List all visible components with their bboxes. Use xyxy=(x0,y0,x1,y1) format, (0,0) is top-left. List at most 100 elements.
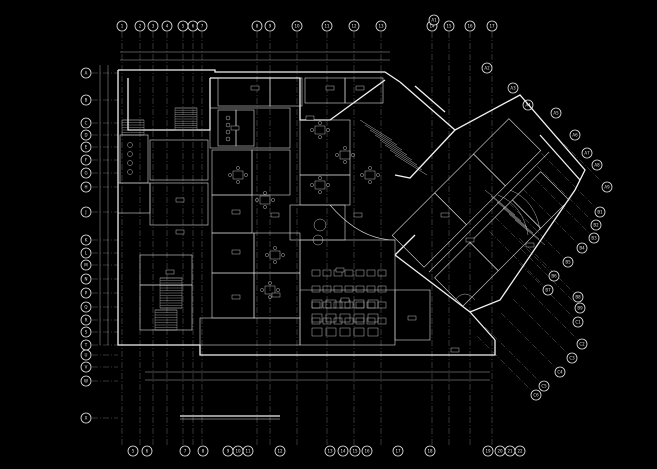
grid-bubble-bottom: 19 xyxy=(482,445,494,457)
grid-bubble-label: 18 xyxy=(427,449,433,454)
grid-bubble-top: 11 xyxy=(321,20,333,32)
grid-bubble-right: B5 xyxy=(562,256,574,268)
grid-bubble-bottom: 12 xyxy=(274,445,286,457)
grid-bubble-left: F xyxy=(80,154,92,166)
grid-bubble-label: M xyxy=(84,263,88,268)
grid-bubble-left: J xyxy=(80,206,92,218)
grid-bubble-left: B xyxy=(80,94,92,106)
grid-bubble-bottom: 21 xyxy=(504,445,516,457)
grid-bubble-right: B2 xyxy=(590,219,602,231)
grid-bubble-right: B4 xyxy=(576,242,588,254)
room-tag xyxy=(450,347,460,353)
grid-bubble-label: B6 xyxy=(551,274,557,279)
grid-bubble-label: R xyxy=(85,318,88,323)
grid-bubble-right: A2 xyxy=(481,62,493,74)
grid-bubble-bottom: 5 xyxy=(127,445,139,457)
grid-bubble-label: 17 xyxy=(395,449,401,454)
room-tag xyxy=(525,242,535,248)
grid-bubble-label: T xyxy=(84,343,88,348)
grid-bubble-left: V xyxy=(80,361,92,373)
grid-bubble-label: 10 xyxy=(235,449,241,454)
grid-bubble-top: 9 xyxy=(264,20,276,32)
grid-bubble-label: Q xyxy=(84,305,87,310)
grid-bubble-label: C5 xyxy=(541,384,547,389)
grid-bubble-bottom: 13 xyxy=(324,445,336,457)
grid-bubble-top: 15 xyxy=(443,20,455,32)
grid-bubble-label: 19 xyxy=(485,449,491,454)
room-tag xyxy=(407,315,417,321)
grid-bubble-label: L xyxy=(85,251,88,256)
grid-bubble-left: U xyxy=(80,349,92,361)
grid-bubble-label: C2 xyxy=(579,342,585,347)
grid-bubble-label: 22 xyxy=(517,449,523,454)
grid-bubble-left: M xyxy=(80,259,92,271)
grid-bubble-bottom: 9 xyxy=(222,445,234,457)
grid-bubble-label: S xyxy=(85,330,88,335)
grid-bubble-left: A xyxy=(80,67,92,79)
grid-bubble-label: 15 xyxy=(352,449,358,454)
grid-bubble-label: B5 xyxy=(565,260,571,265)
grid-bubble-right: A7 xyxy=(581,147,593,159)
grid-bubble-label: K xyxy=(85,238,88,243)
grid-bubble-label: 11 xyxy=(245,449,251,454)
grid-bubble-label: 20 xyxy=(497,449,503,454)
grid-bubble-right: C5 xyxy=(538,380,550,392)
grid-bubble-bottom: 22 xyxy=(514,445,526,457)
grid-bubble-label: A1 xyxy=(431,18,437,23)
grid-bubble-label: B1 xyxy=(597,210,603,215)
grid-bubble-bottom: 17 xyxy=(392,445,404,457)
grid-bubble-label: B9 xyxy=(577,306,583,311)
grid-bubble-label: 12 xyxy=(351,24,357,29)
grid-bubble-label: V xyxy=(85,365,88,370)
grid-bubble-right: A1 xyxy=(428,14,440,26)
grid-bubble-label: 4 xyxy=(166,24,169,29)
grid-bubble-right: C4 xyxy=(554,366,566,378)
grid-bubble-label: 7 xyxy=(201,24,204,29)
grid-bubble-label: 6 xyxy=(192,24,195,29)
grid-bubble-top: 3 xyxy=(147,20,159,32)
grid-bubble-right: A9 xyxy=(601,181,613,193)
grid-bubble-left: K xyxy=(80,234,92,246)
grid-bubble-label: 17 xyxy=(489,24,495,29)
grid-bubble-label: E xyxy=(85,145,88,150)
room-tags xyxy=(165,85,535,353)
grid-bubble-top: 1 xyxy=(116,20,128,32)
room-tag xyxy=(175,229,185,235)
room-tag xyxy=(231,294,241,300)
grid-bubble-bottom: 6 xyxy=(141,445,153,457)
grid-bubble-label: A6 xyxy=(572,133,578,138)
grid-bubble-label: B3 xyxy=(591,236,597,241)
grid-bubble-label: 2 xyxy=(139,24,142,29)
room-tag xyxy=(231,209,241,215)
grid-bubble-label: 8 xyxy=(256,24,259,29)
grid-bubble-label: U xyxy=(85,353,88,358)
grid-bubble-label: A8 xyxy=(594,163,600,168)
room-tag xyxy=(325,85,335,91)
grid-bubble-bottom: 18 xyxy=(424,445,436,457)
grid-bubble-label: C3 xyxy=(569,356,575,361)
grid-bubble-label: B8 xyxy=(575,295,581,300)
grid-bubble-label: 15 xyxy=(446,24,452,29)
grid-bubble-bottom: 11 xyxy=(242,445,254,457)
curved-features xyxy=(312,189,541,301)
grid-bubble-label: C xyxy=(85,121,88,126)
grid-bubble-label: 14 xyxy=(340,449,346,454)
grid-bubble-label: 12 xyxy=(277,449,283,454)
grid-bubble-top: 7 xyxy=(196,20,208,32)
grid-bubble-label: W xyxy=(84,379,88,384)
grid-bubble-right: C1 xyxy=(572,316,584,328)
room-tag xyxy=(353,212,363,218)
grid-bubble-left: H xyxy=(80,181,92,193)
grid-bubble-label: 10 xyxy=(294,24,300,29)
grid-bubble-top: 13 xyxy=(375,20,387,32)
grid-bubble-left: T xyxy=(80,339,92,351)
grid-bubble-label: D xyxy=(84,133,87,138)
room-tag xyxy=(175,197,185,203)
grid-bubble-right: C2 xyxy=(576,338,588,350)
grid-bubble-label: 13 xyxy=(378,24,384,29)
grid-bubble-label: A7 xyxy=(584,151,590,156)
grid-bubble-top: 5 xyxy=(177,20,189,32)
grid-bubble-label: A2 xyxy=(484,66,490,71)
